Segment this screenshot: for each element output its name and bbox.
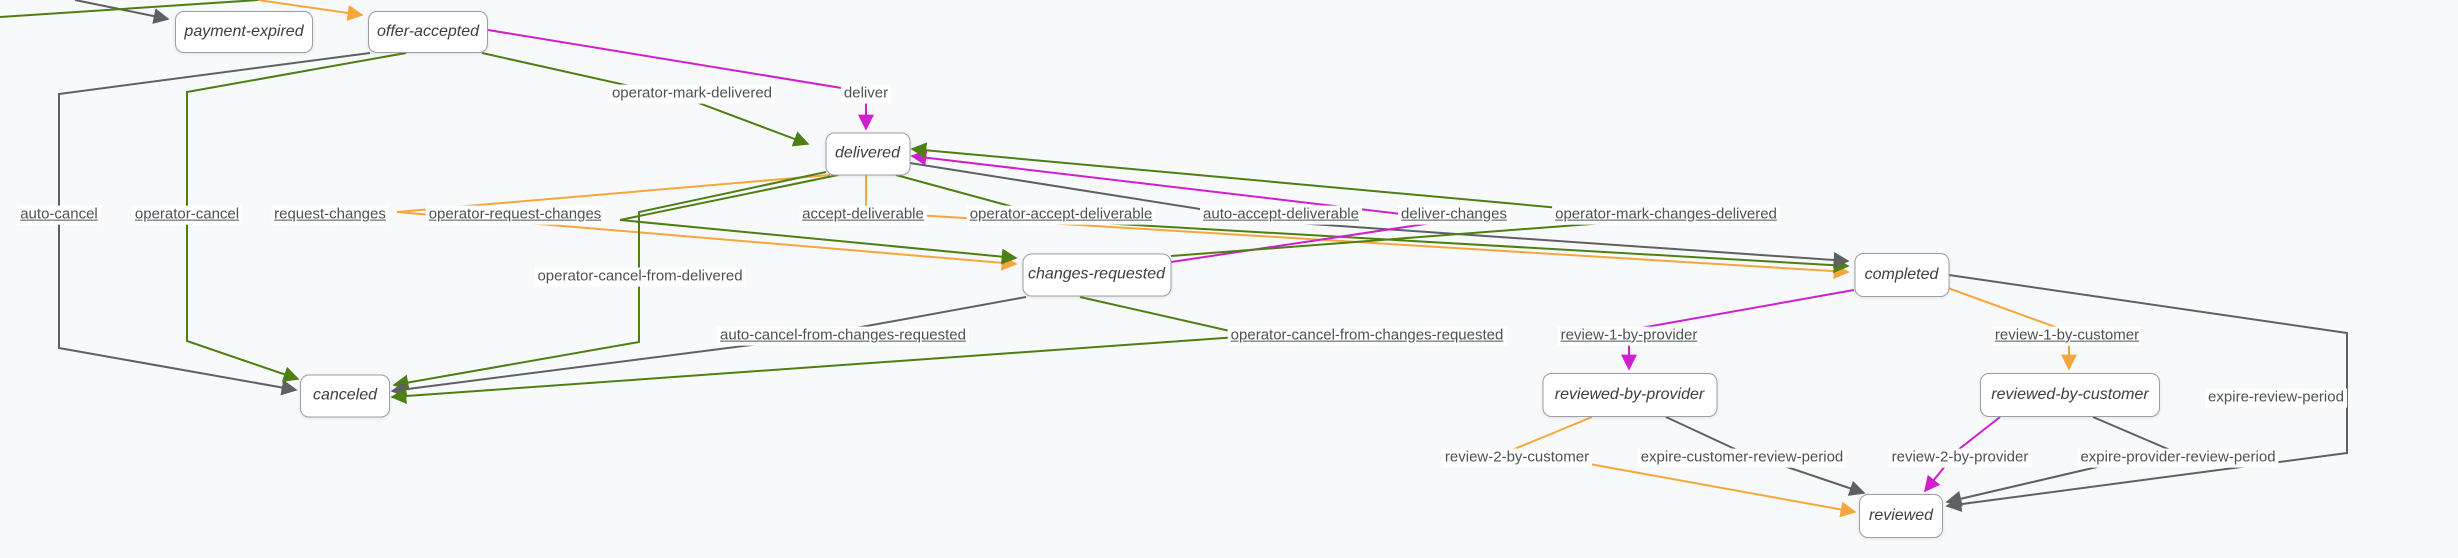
edge-expire-review-period — [1945, 274, 2348, 513]
transition-label-review-2-by-customer[interactable]: review-2-by-customer — [1441, 448, 1593, 468]
transition-label-expire-review-period[interactable]: expire-review-period — [2205, 388, 2347, 408]
transition-label-operator-cancel-from-delivered[interactable]: operator-cancel-from-delivered — [534, 267, 746, 287]
transition-label-operator-cancel-from-changes-requested[interactable]: operator-cancel-from-changes-requested — [1227, 326, 1507, 346]
transition-label-review-1-by-customer[interactable]: review-1-by-customer — [1991, 326, 2143, 346]
transition-label-auto-cancel-from-changes-requested[interactable]: auto-cancel-from-changes-requested — [717, 326, 969, 346]
state-node-delivered[interactable]: delivered — [825, 132, 910, 175]
state-node-canceled[interactable]: canceled — [300, 374, 390, 417]
edge-operator-request-changes — [619, 174, 1018, 265]
transition-label-operator-cancel[interactable]: operator-cancel — [131, 205, 243, 225]
state-node-changes-requested[interactable]: changes-requested — [1022, 253, 1171, 296]
edge-into-offer-accepted — [257, 0, 364, 21]
transition-label-accept-deliverable[interactable]: accept-deliverable — [799, 205, 927, 225]
state-node-reviewed-by-customer[interactable]: reviewed-by-customer — [1980, 373, 2160, 417]
transition-label-review-1-by-provider[interactable]: review-1-by-provider — [1557, 326, 1701, 346]
edge-offscreen-operator-line — [0, 0, 259, 18]
transition-label-auto-cancel[interactable]: auto-cancel — [17, 205, 101, 225]
state-node-offer-accepted[interactable]: offer-accepted — [368, 11, 488, 53]
state-node-reviewed-by-provider[interactable]: reviewed-by-provider — [1542, 373, 1717, 417]
transition-label-expire-provider-review-period[interactable]: expire-provider-review-period — [2077, 448, 2279, 468]
transition-label-review-2-by-provider[interactable]: review-2-by-provider — [1888, 448, 2032, 468]
state-node-completed[interactable]: completed — [1854, 253, 1949, 297]
edge-request-changes — [396, 174, 1018, 271]
transition-label-auto-accept-deliverable[interactable]: auto-accept-deliverable — [1200, 205, 1362, 225]
transition-label-deliver-changes[interactable]: deliver-changes — [1398, 205, 1510, 225]
transition-label-operator-mark-delivered[interactable]: operator-mark-delivered — [608, 84, 776, 104]
transition-label-deliver[interactable]: deliver — [840, 84, 892, 104]
state-node-reviewed[interactable]: reviewed — [1859, 494, 1943, 538]
state-node-payment-expired[interactable]: payment-expired — [175, 11, 313, 53]
transition-label-request-changes[interactable]: request-changes — [271, 205, 389, 225]
transition-label-operator-mark-changes-delivered[interactable]: operator-mark-changes-delivered — [1552, 205, 1780, 225]
edge-operator-cancel-from-changes-requested — [390, 296, 1253, 404]
transition-label-expire-customer-review-period[interactable]: expire-customer-review-period — [1637, 448, 1847, 468]
edge-deliver — [487, 29, 874, 131]
transition-label-operator-request-changes[interactable]: operator-request-changes — [425, 205, 605, 225]
transition-label-operator-accept-deliverable[interactable]: operator-accept-deliverable — [966, 205, 1156, 225]
